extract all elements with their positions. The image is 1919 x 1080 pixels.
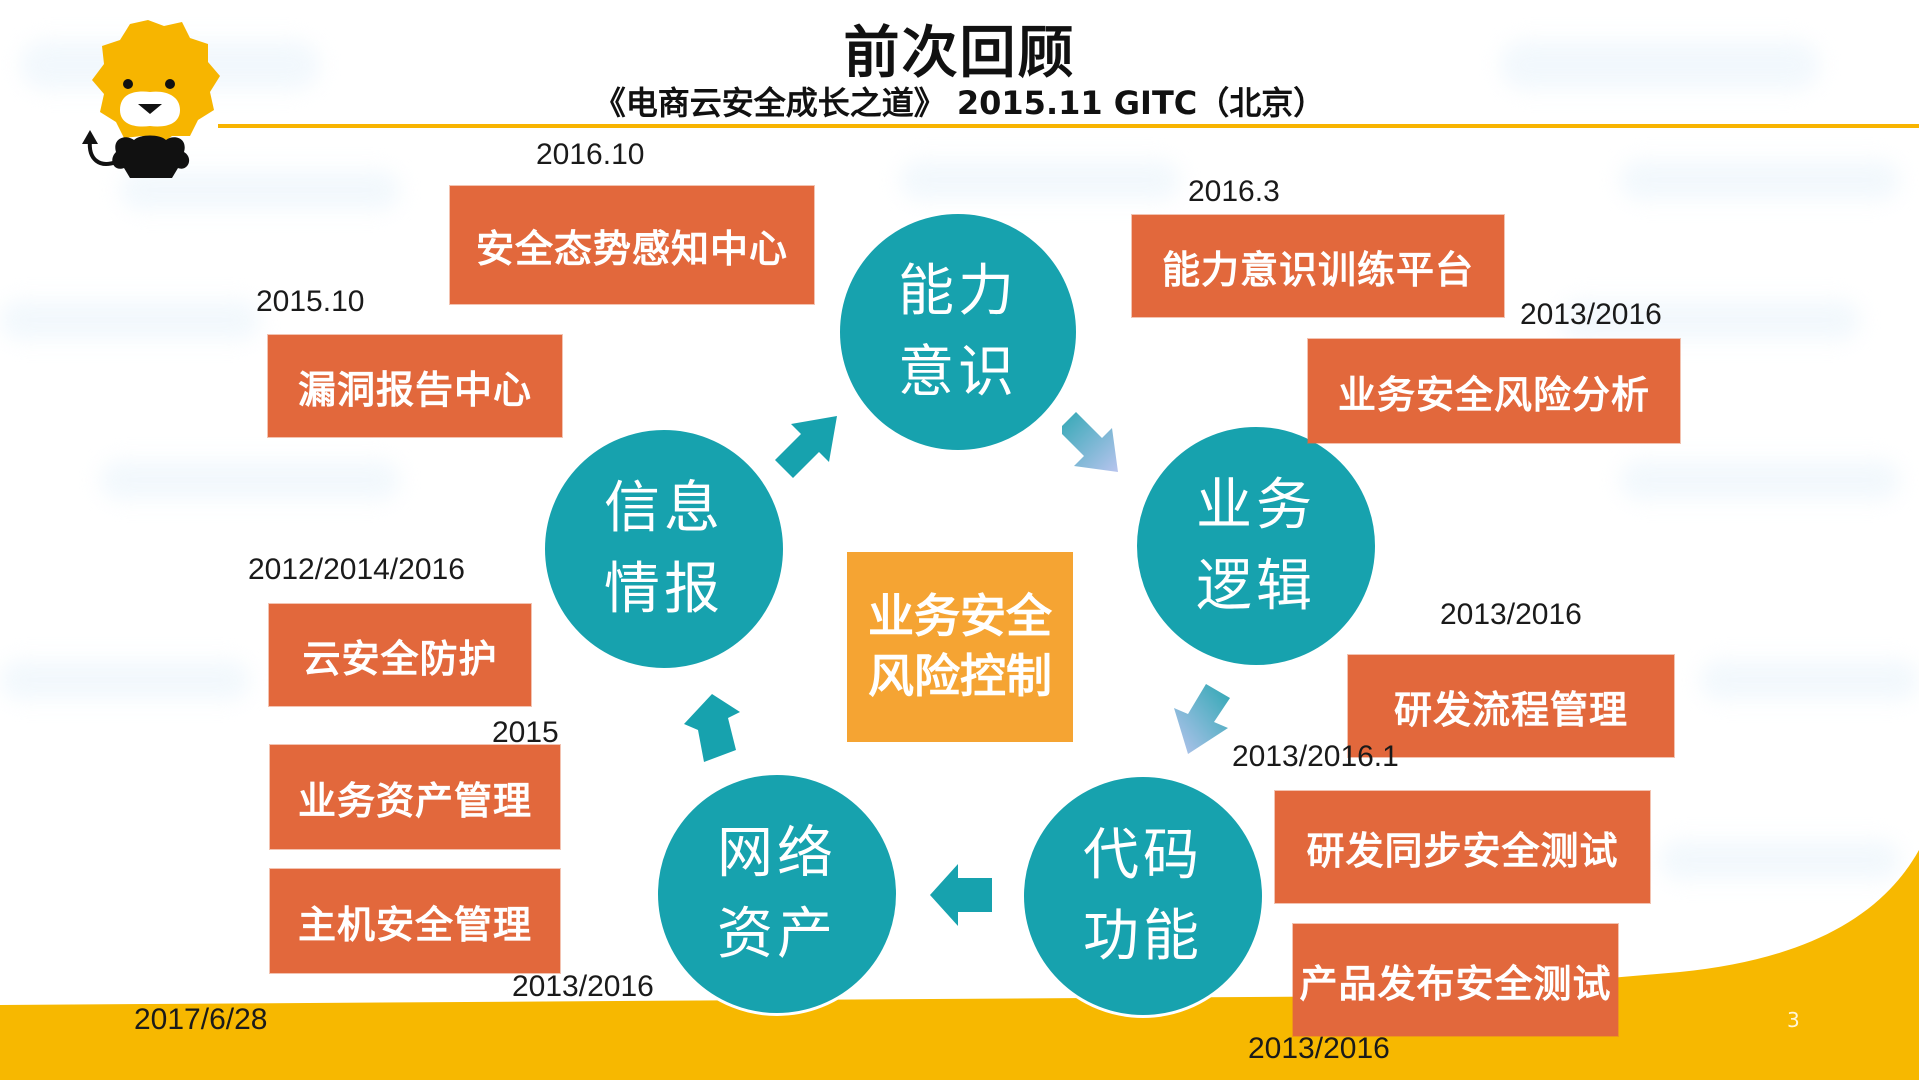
watermark	[100, 460, 400, 500]
node-label: 意识	[898, 340, 1018, 405]
item-box: 云安全防护	[269, 604, 531, 706]
item-date: 2013/2016	[1440, 598, 1582, 631]
node-label: 情报	[604, 557, 724, 622]
arrow-up-right-icon	[775, 416, 837, 478]
header-divider	[218, 124, 1919, 128]
watermark	[0, 300, 260, 340]
node-label: 逻辑	[1196, 554, 1316, 619]
arrow-left-icon	[930, 864, 992, 926]
item-date: 2015.10	[256, 285, 365, 318]
node-label: 代码	[1083, 822, 1203, 888]
watermark	[1620, 460, 1900, 500]
node-label: 业务	[1196, 472, 1316, 538]
footer-date: 2017/6/28	[134, 1003, 268, 1036]
page-number: 3	[1787, 1008, 1800, 1032]
node-network-assets: 网络 资产	[655, 772, 899, 1016]
suning-lion-logo-icon	[82, 20, 220, 178]
item-date: 2013/2016	[1520, 298, 1662, 331]
node-label: 资产	[717, 902, 837, 967]
node-code-function: 代码 功能	[1021, 774, 1265, 1018]
item-date: 2012/2014/2016	[248, 553, 465, 586]
watermark	[1620, 160, 1900, 200]
item-box: 主机安全管理	[270, 869, 560, 973]
item-box: 研发流程管理	[1348, 655, 1674, 757]
node-label: 网络	[717, 820, 837, 886]
center-label: 风险控制	[868, 649, 1052, 703]
center-label: 业务安全	[868, 589, 1052, 644]
item-date: 2013/2016.1	[1232, 740, 1399, 773]
watermark	[1560, 300, 1860, 340]
arrow-up-icon	[684, 694, 740, 762]
arrow-down-left-icon	[1174, 684, 1230, 754]
item-box: 业务安全风险分析	[1308, 339, 1680, 443]
page-title: 前次回顾	[843, 21, 1076, 86]
arrow-down-right-icon	[1062, 412, 1118, 472]
node-label: 信息	[604, 475, 724, 541]
item-box: 研发同步安全测试	[1275, 791, 1650, 903]
watermark	[0, 660, 250, 700]
node-label: 功能	[1083, 904, 1203, 969]
node-label: 能力	[898, 258, 1018, 324]
node-threat-intelligence: 信息 情报	[542, 427, 786, 671]
node-business-logic: 业务 逻辑	[1134, 424, 1378, 668]
item-box: 业务资产管理	[270, 745, 560, 849]
item-box: 漏洞报告中心	[268, 335, 562, 437]
item-date: 2016.3	[1188, 175, 1280, 208]
item-date: 2013/2016	[512, 970, 654, 1003]
item-box: 安全态势感知中心	[450, 186, 814, 304]
node-capability-awareness: 能力 意识	[837, 211, 1079, 453]
page-subtitle: 《电商云安全成长之道》 2015.11 GITC（北京）	[593, 84, 1326, 122]
item-date: 2013/2016	[1248, 1032, 1390, 1065]
item-box: 能力意识训练平台	[1132, 215, 1504, 317]
watermark	[900, 160, 1180, 200]
item-box: 产品发布安全测试	[1293, 924, 1618, 1036]
center-risk-control-box: 业务安全 风险控制	[847, 552, 1073, 742]
item-date: 2015	[492, 716, 559, 749]
watermark	[1500, 40, 1820, 90]
item-date: 2016.10	[536, 138, 645, 171]
watermark	[1660, 840, 1900, 880]
watermark	[1700, 660, 1919, 700]
